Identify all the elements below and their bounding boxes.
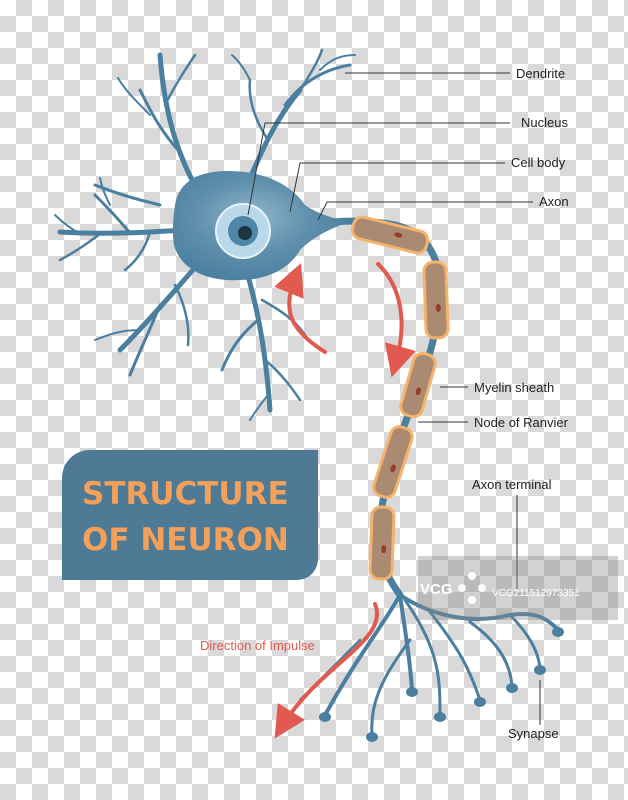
label-axon: Axon bbox=[539, 194, 569, 209]
synapse-bulbs bbox=[319, 627, 564, 742]
label-myelin-sheath: Myelin sheath bbox=[474, 380, 554, 395]
leader-lines bbox=[247, 72, 541, 725]
label-synapse: Synapse bbox=[508, 726, 559, 741]
label-nucleus: Nucleus bbox=[521, 115, 568, 130]
watermark-id: VCG211512973351 bbox=[492, 588, 580, 599]
title-line-2: OF NEURON bbox=[82, 522, 289, 558]
title-line-1: STRUCTURE bbox=[82, 476, 289, 512]
title-box: STRUCTURE OF NEURON bbox=[62, 450, 318, 580]
nucleolus bbox=[238, 226, 252, 240]
label-axon-terminal: Axon terminal bbox=[472, 477, 552, 492]
vcg-logo-icon bbox=[458, 572, 486, 604]
watermark-logo: VCG bbox=[420, 581, 453, 598]
label-direction-of-impulse: Direction of Impulse bbox=[200, 638, 315, 653]
axon-terminal-branches bbox=[298, 593, 560, 737]
label-node-of-ranvier: Node of Ranvier bbox=[474, 415, 569, 430]
impulse-arrows bbox=[274, 262, 416, 739]
label-dendrite: Dendrite bbox=[516, 66, 565, 81]
impulse-arrow-terminal bbox=[274, 602, 379, 739]
watermark: VCG VCG211512973351 bbox=[418, 556, 618, 620]
impulse-arrow-dendrite bbox=[274, 263, 327, 354]
label-cell-body: Cell body bbox=[511, 155, 566, 170]
impulse-arrow-axon bbox=[376, 262, 416, 378]
myelin-sheath-segments bbox=[350, 215, 450, 581]
